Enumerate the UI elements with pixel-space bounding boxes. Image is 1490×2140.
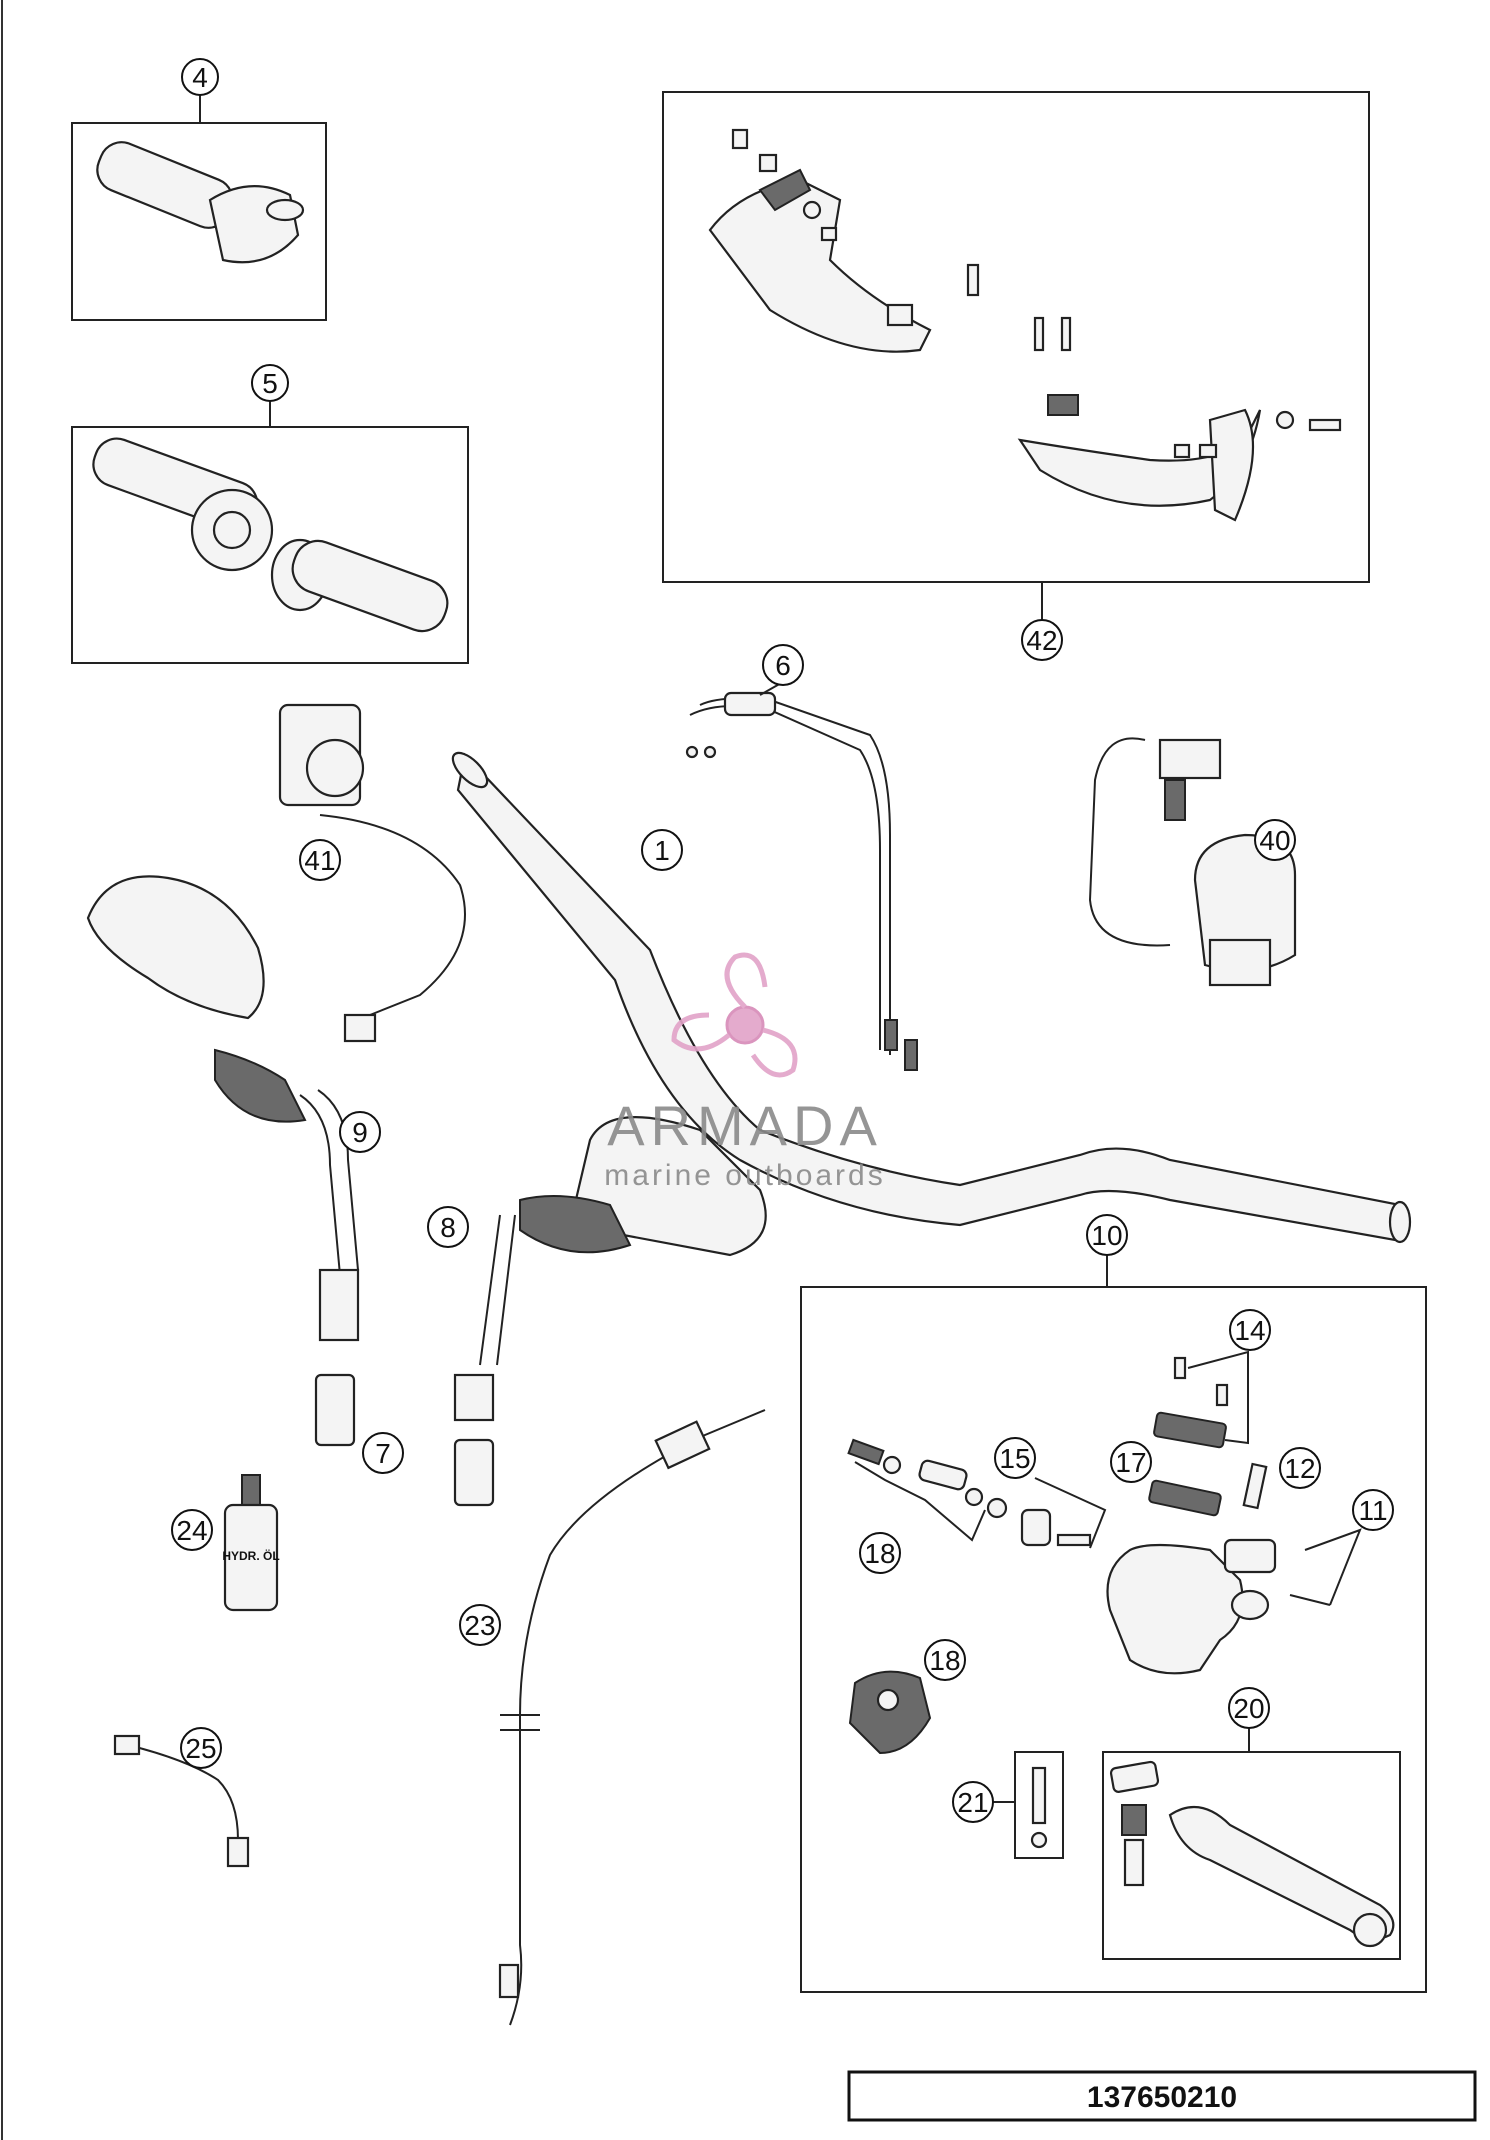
callout-label-15: 15 <box>999 1443 1030 1474</box>
clutch-switch-25 <box>113 1734 250 1868</box>
throttle-grip-4 <box>96 141 305 264</box>
mirror-adapters-7 <box>314 1373 495 1507</box>
callout-label-16: 17 <box>1115 1447 1146 1478</box>
callout-42: 42 <box>1021 619 1063 661</box>
diaphragm-16 <box>1148 1479 1222 1517</box>
callout-10: 10 <box>1086 1214 1128 1256</box>
hydraulic-oil-bottle-24: HYDR. ÖL <box>222 1474 280 1612</box>
callout-label-10: 10 <box>1091 1220 1122 1251</box>
callout-20: 20 <box>1228 1687 1270 1729</box>
reservoir-cap-18 <box>848 1670 932 1755</box>
pivot-pin-11 <box>1289 1528 1362 1606</box>
callout-label-18: 18 <box>929 1645 960 1676</box>
callout-label-5: 5 <box>262 368 278 399</box>
callout-label-14: 14 <box>1234 1315 1265 1346</box>
callout-label-20: 20 <box>1233 1693 1264 1724</box>
watermark-brand: ARMADA <box>607 1094 883 1157</box>
callout-label-17: 18 <box>864 1538 895 1569</box>
left-switch-41 <box>278 703 466 1043</box>
mirror-left-9 <box>86 875 360 1342</box>
callout-label-7: 7 <box>375 1438 391 1469</box>
callout-label-12: 12 <box>1284 1453 1315 1484</box>
callout-label-40: 40 <box>1259 825 1290 856</box>
watermark-tagline: marine outboards <box>604 1159 885 1192</box>
watermark: ARMADA marine outboards <box>604 952 885 1192</box>
callout-label-42: 42 <box>1026 625 1057 656</box>
callout-17: 18 <box>859 1532 901 1574</box>
box-21 <box>1014 1751 1064 1859</box>
callout-25: 25 <box>180 1727 222 1769</box>
callout-label-6: 6 <box>775 650 791 681</box>
callout-23: 23 <box>459 1604 501 1646</box>
handlebar-1 <box>451 751 1412 1244</box>
callout-14: 14 <box>1229 1309 1271 1351</box>
callout-label-25: 25 <box>185 1733 216 1764</box>
callout-18: 18 <box>924 1639 966 1681</box>
piston-kit-15 <box>1020 1477 1107 1549</box>
callout-4: 4 <box>181 58 219 96</box>
callout-9: 9 <box>339 1111 381 1153</box>
reservoir-cover-14 <box>1153 1350 1249 1449</box>
callout-label-24: 24 <box>176 1515 207 1546</box>
box-10 <box>800 1286 1427 1993</box>
callout-label-11: 11 <box>1358 1495 1387 1526</box>
callout-7: 7 <box>362 1432 404 1474</box>
callout-40: 40 <box>1254 819 1296 861</box>
callout-label-4: 4 <box>192 62 208 93</box>
callout-21: 21 <box>952 1781 994 1823</box>
callout-label-9: 9 <box>352 1117 368 1148</box>
callout-label-1: 1 <box>654 835 670 866</box>
callout-label-21: 21 <box>957 1787 988 1818</box>
handguard-right <box>1017 394 1262 522</box>
callout-15: 15 <box>994 1437 1036 1479</box>
handguard-left <box>708 168 932 353</box>
callout-6: 6 <box>762 644 804 686</box>
box-42 <box>662 91 1370 583</box>
master-cylinder-body <box>1106 1538 1277 1675</box>
callout-24: 24 <box>171 1509 213 1551</box>
callout-11: 11 <box>1352 1489 1394 1531</box>
hydraulic-line-23 <box>498 1409 766 2026</box>
document-number-box: 137650210 <box>847 2070 1477 2122</box>
box-20 <box>1102 1751 1401 1960</box>
callout-16: 17 <box>1110 1441 1152 1483</box>
mirror-right-8 <box>453 1116 767 1422</box>
piston-spring-17 <box>847 1438 1008 1542</box>
callout-41: 41 <box>299 839 341 881</box>
grip-set-5 <box>92 437 449 633</box>
propeller-logo <box>671 952 798 1078</box>
brake-lever-20 <box>1109 1760 1395 1948</box>
callout-label-23: 23 <box>464 1610 495 1641</box>
callout-label-41: 41 <box>304 845 335 876</box>
callout-8: 8 <box>427 1206 469 1248</box>
throttle-cables-6 <box>685 691 918 1071</box>
callout-1: 1 <box>641 829 683 871</box>
lever-bolt-21 <box>1030 1766 1048 1849</box>
bottle-label: HYDR. ÖL <box>222 1548 279 1563</box>
callout-label-8: 8 <box>440 1212 456 1243</box>
bolt-12 <box>1242 1462 1268 1510</box>
callout-5: 5 <box>251 364 289 402</box>
document-number: 137650210 <box>1087 2081 1237 2114</box>
callout-12: 12 <box>1279 1447 1321 1489</box>
handguard-hardware <box>731 128 1342 459</box>
right-switch-40 <box>1088 737 1297 987</box>
